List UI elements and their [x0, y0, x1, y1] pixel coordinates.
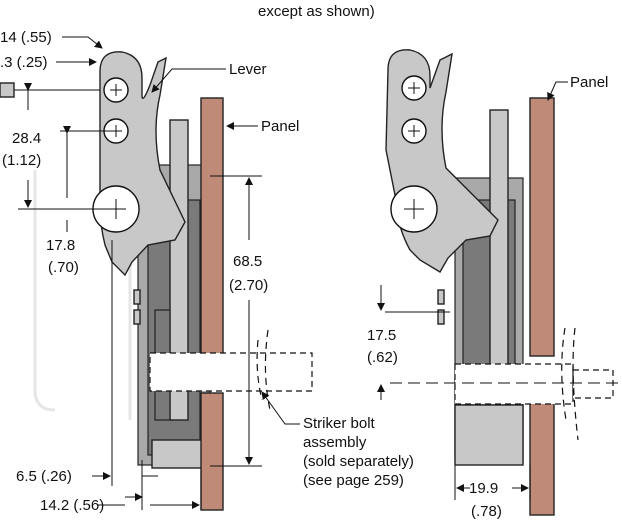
dim-label-68-5: 68.5 — [233, 253, 262, 270]
striker-label-2: assembly — [303, 434, 367, 451]
panel — [200, 97, 224, 357]
dim-label-3: .3 (.25) — [0, 54, 48, 71]
dim-label-17-5: 17.5 — [367, 327, 396, 344]
dim-label-1-12: (1.12) — [2, 152, 41, 169]
rivet — [437, 289, 445, 305]
dim-label-19-9: 19.9 — [469, 480, 498, 497]
leader-lever — [151, 68, 226, 93]
dim-label-28-4: 28.4 — [12, 130, 41, 147]
striker-washer — [561, 327, 579, 441]
leader-14 — [62, 36, 103, 49]
left-latch-view: 14 (.55) .3 (.25) Lever Panel 28.4 (1.12… — [0, 29, 414, 514]
dim-label-2-70: (2.70) — [229, 277, 268, 294]
panel-lower — [200, 392, 224, 511]
ext-68-5 — [210, 175, 262, 467]
dim-label-6-5: 6.5 (.26) — [16, 468, 72, 485]
striker-label-4: (see page 259) — [303, 472, 404, 489]
panel-label: Panel — [570, 74, 608, 91]
striker-bolt — [454, 363, 574, 405]
striker-label-1: Striker bolt — [303, 415, 376, 432]
striker-bolt-end — [572, 369, 614, 399]
panel-label: Panel — [261, 118, 299, 135]
rivet — [133, 289, 141, 305]
lever-label: Lever — [229, 61, 267, 78]
ext-19-9 — [454, 465, 531, 500]
latch-arm — [169, 119, 189, 421]
header-note: except as shown) — [258, 3, 375, 20]
leader-panel — [547, 81, 568, 101]
leader-striker — [261, 391, 300, 425]
adjacent-part — [0, 82, 15, 98]
panel-lower — [529, 394, 555, 516]
striker-label-3: (sold separately) — [303, 453, 414, 470]
rivet — [133, 309, 141, 325]
center-lines — [0, 89, 112, 210]
rivet — [437, 309, 445, 325]
latch-base — [454, 404, 524, 466]
dim-label-078: (.78) — [471, 503, 502, 520]
dim-label-17-8: 17.8 — [46, 237, 75, 254]
ext-bottom — [111, 240, 202, 510]
striker-bolt — [149, 352, 313, 392]
right-latch-view: Panel 17.5 (.62) 19.9 (.78) — [367, 49, 622, 520]
dim-label-14-2: 14.2 (.56) — [40, 497, 104, 514]
dim-label-14: 14 (.55) — [0, 29, 52, 46]
dim-label-062: (.62) — [367, 349, 398, 366]
dim-label-070: (.70) — [48, 259, 79, 276]
panel — [529, 97, 555, 357]
striker-washer — [256, 329, 271, 411]
